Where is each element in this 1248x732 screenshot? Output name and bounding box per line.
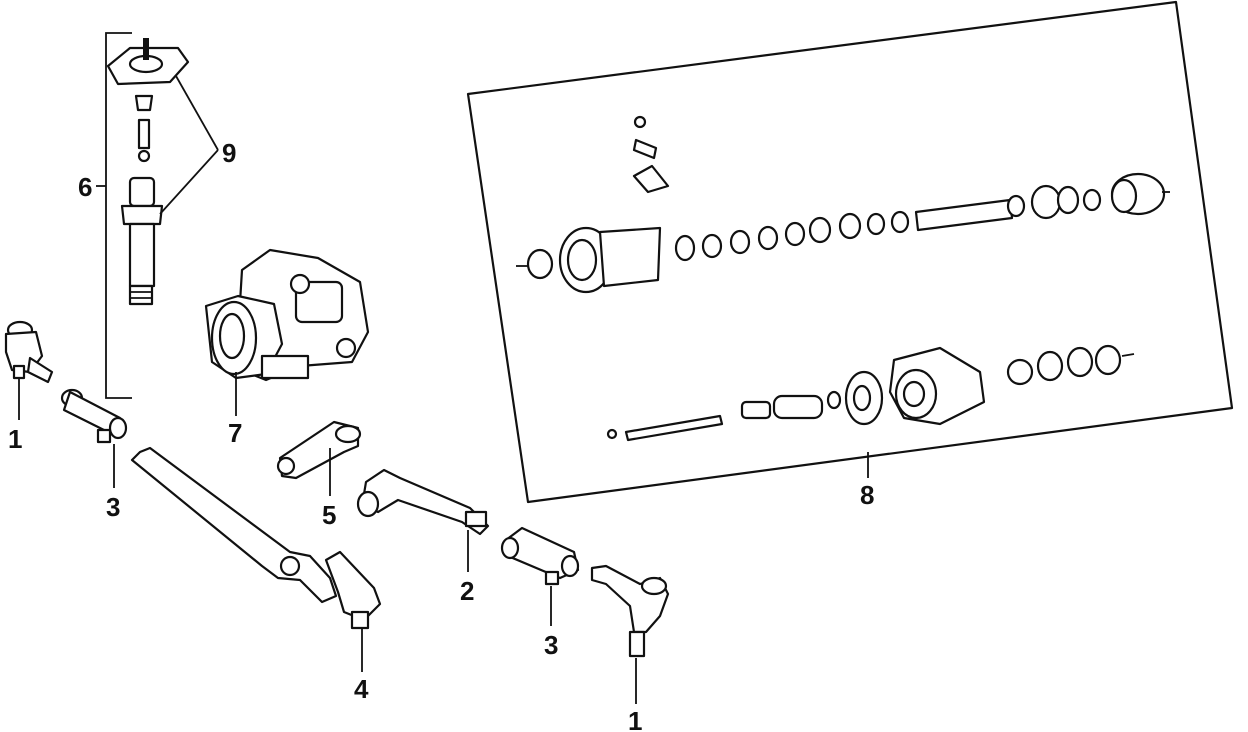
callout-3-right: 3	[544, 630, 558, 660]
callout-6: 6	[78, 172, 92, 202]
center-link[interactable]	[130, 446, 382, 630]
callout-5: 5	[322, 500, 336, 530]
callout-4: 4	[354, 674, 369, 704]
column-shaft-assembly[interactable]	[96, 32, 190, 399]
callout-1-right: 1	[628, 706, 642, 732]
callout-7: 7	[228, 418, 242, 448]
pitman-arm[interactable]	[276, 420, 362, 480]
rebuild-kit[interactable]	[466, 0, 1234, 504]
callout-9: 9	[222, 138, 236, 168]
callout-2: 2	[460, 576, 474, 606]
callout-3-left: 3	[106, 492, 120, 522]
callout-1-left: 1	[8, 424, 22, 454]
inner-tie-rod-end[interactable]	[356, 468, 490, 536]
outer-tie-rod-end-right[interactable]	[590, 564, 670, 658]
callout-8: 8	[860, 480, 874, 510]
adjusting-sleeve-left[interactable]	[60, 388, 128, 444]
outer-tie-rod-end-left[interactable]	[4, 320, 54, 384]
steering-gear-box[interactable]	[204, 248, 370, 382]
bracket-6	[105, 32, 132, 399]
adjusting-sleeve-right[interactable]	[500, 526, 580, 586]
